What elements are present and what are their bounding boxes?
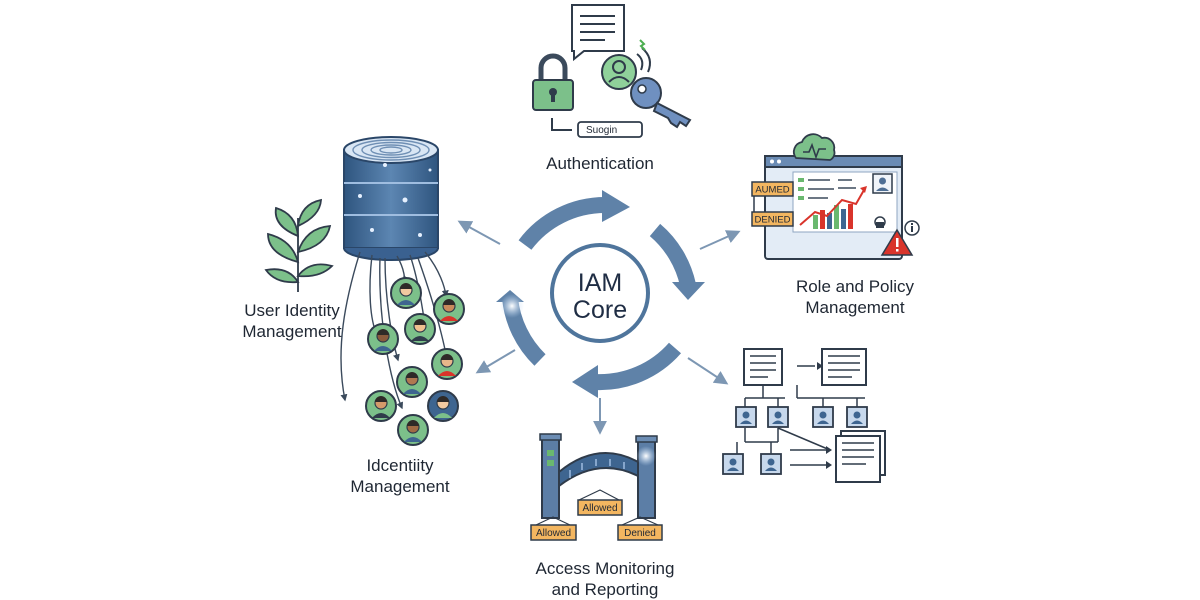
cycle-arrow-top xyxy=(518,197,606,250)
user-avatars xyxy=(365,277,465,446)
login-field xyxy=(577,121,643,138)
login-field-text: Suogin xyxy=(586,125,617,136)
connector-to-database xyxy=(457,220,501,245)
user-avatar-icon xyxy=(367,323,399,355)
user-avatar-icon xyxy=(390,277,422,309)
gate-tag-allowed-center xyxy=(577,499,623,516)
access-gate-illustration: Allowed Allowed Denied xyxy=(530,433,663,541)
cycle-arrowhead-top xyxy=(602,190,630,222)
cycle-arrowhead-bottom xyxy=(572,365,598,398)
user-avatar-icon xyxy=(396,366,428,398)
cycle-arrowhead-right xyxy=(672,282,705,300)
org-chart-illustration xyxy=(722,348,886,483)
lock-small-icon xyxy=(874,216,886,228)
user-avatar-icon xyxy=(427,390,459,422)
cycle-arrow-right xyxy=(649,223,696,287)
authentication-label: Authentication xyxy=(546,154,654,173)
svg-text:Allowed: Allowed xyxy=(582,503,617,514)
policy-tag-aumed xyxy=(751,181,794,197)
user-avatar-icon xyxy=(431,348,463,380)
core-ring xyxy=(550,243,650,343)
user-avatar-icon xyxy=(397,414,429,446)
identity-management-label: Idcentiity Management xyxy=(350,456,450,496)
user-identity-label: User Identity Management xyxy=(242,301,342,341)
user-avatar-icon xyxy=(365,390,397,422)
access-monitoring-label: Access Monitoring and Reporting xyxy=(535,559,675,599)
database-illustration xyxy=(340,136,452,410)
core-cycle xyxy=(496,190,705,398)
connector-arrows xyxy=(457,220,741,435)
policy-dashboard-illustration: AUMED DENIED xyxy=(751,133,920,260)
gate-arch xyxy=(558,452,639,489)
authentication-illustration: Suogin xyxy=(532,4,692,138)
iam-core-title: IAM Core xyxy=(572,269,628,324)
cloud-activity-icon xyxy=(793,133,836,161)
padlock-icon xyxy=(532,53,574,111)
connector-to-org xyxy=(687,357,729,385)
info-icon xyxy=(904,220,920,236)
document-icon xyxy=(743,348,783,386)
connector-to-users xyxy=(475,349,516,374)
document-icon xyxy=(821,348,867,386)
cycle-arrow-bottom xyxy=(594,342,682,391)
plant-icon xyxy=(264,198,334,292)
policy-tag-denied xyxy=(751,211,794,227)
gate-tag-denied xyxy=(617,524,663,541)
gate-tag-allowed-left xyxy=(530,524,577,541)
key-icon xyxy=(630,77,692,129)
bar-chart-icon xyxy=(799,186,867,229)
svg-text:Denied: Denied xyxy=(624,528,656,539)
svg-text:AUMED: AUMED xyxy=(755,185,789,196)
biometric-badge-icon xyxy=(601,39,651,90)
svg-text:Allowed: Allowed xyxy=(536,528,571,539)
connector-to-policy xyxy=(699,230,741,250)
role-policy-label: Role and Policy Management xyxy=(795,277,915,317)
user-avatar-icon xyxy=(433,293,465,325)
user-avatar-icon xyxy=(404,313,436,345)
svg-text:DENIED: DENIED xyxy=(755,215,791,226)
warning-icon xyxy=(880,228,914,256)
